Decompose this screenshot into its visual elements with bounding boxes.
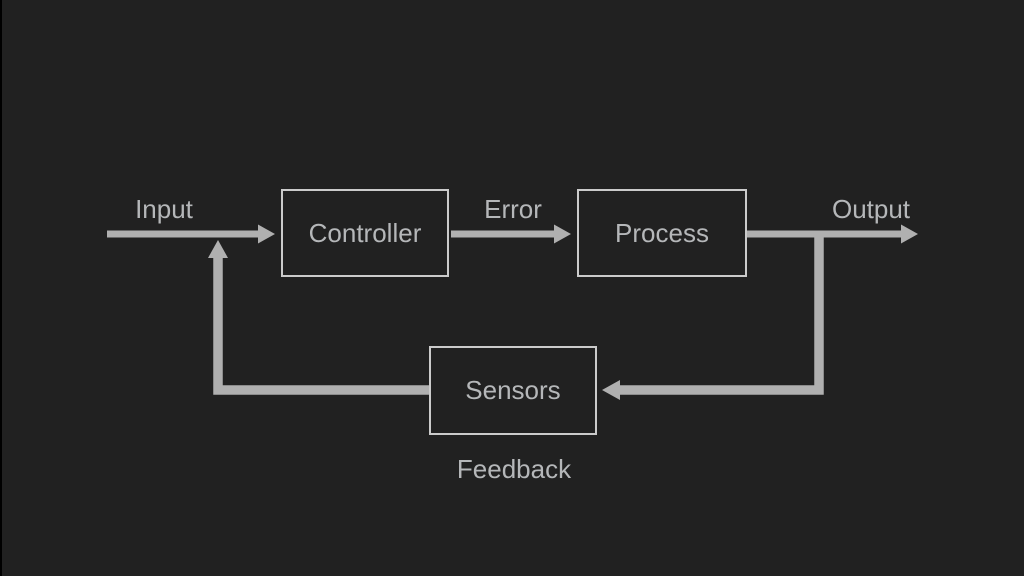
error-label: Error bbox=[484, 194, 542, 224]
input-label: Input bbox=[135, 194, 193, 224]
error-arrowhead-icon bbox=[554, 224, 571, 244]
process-box: Process bbox=[577, 189, 747, 277]
feedback-left-arrowhead-icon bbox=[602, 380, 620, 400]
output-label: Output bbox=[831, 194, 911, 224]
output-arrow bbox=[747, 224, 918, 244]
sensors-box: Sensors bbox=[429, 346, 597, 435]
controller-box-label: Controller bbox=[308, 217, 422, 248]
feedback-label: Feedback bbox=[456, 454, 572, 484]
feedback-line-left bbox=[208, 240, 429, 395]
feedback-line-right bbox=[602, 231, 824, 400]
input-arrow bbox=[107, 224, 275, 244]
feedback-up-arrowhead-icon bbox=[208, 240, 228, 258]
process-box-label: Process bbox=[615, 217, 709, 248]
sensors-box-label: Sensors bbox=[465, 375, 561, 405]
screen-edge-strip bbox=[0, 0, 2, 576]
error-arrow bbox=[451, 224, 571, 244]
input-arrowhead-icon bbox=[258, 224, 275, 244]
feedback-right-path bbox=[620, 231, 824, 395]
controller-box: Controller bbox=[281, 189, 449, 277]
feedback-left-path bbox=[213, 256, 429, 395]
output-arrowhead-icon bbox=[901, 224, 918, 244]
